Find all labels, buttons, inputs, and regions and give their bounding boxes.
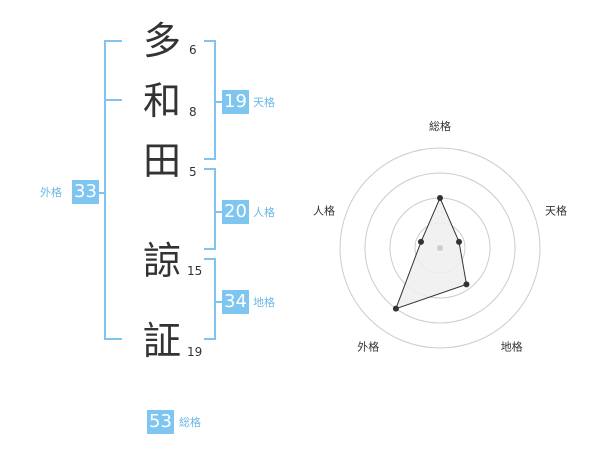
radar-axis-label-3: 地格 — [501, 340, 523, 354]
surname-char-3: 田 — [143, 139, 182, 183]
sou-value-badge: 53 — [147, 410, 174, 434]
jin-label: 人格 — [253, 206, 275, 219]
gai-bracket-vertical — [104, 40, 106, 340]
radar-point-3 — [463, 281, 470, 288]
surname-strokes-1: 6 — [189, 43, 197, 57]
radar-point-2 — [456, 238, 463, 245]
jin-bracket-vertical — [214, 168, 216, 250]
gai-label: 外格 — [40, 186, 62, 199]
sou-label: 総格 — [179, 416, 201, 429]
ten-bracket-connector — [216, 101, 222, 103]
ten-value-badge: 19 — [222, 90, 249, 114]
chi-bracket-bottom — [204, 338, 216, 340]
radar-polygon — [395, 196, 468, 310]
ten-bracket-top — [204, 40, 216, 42]
ten-bracket-vertical — [214, 40, 216, 160]
radar-center-dot — [437, 245, 443, 251]
given-char-1: 諒 — [143, 239, 182, 283]
ten-bracket-bottom — [204, 158, 216, 160]
surname-char-1: 多 — [143, 19, 182, 63]
chi-value-badge: 34 — [222, 290, 249, 314]
chi-bracket-top — [204, 258, 216, 260]
ten-label: 天格 — [253, 96, 275, 109]
radar-axis-label-2: 天格 — [545, 203, 567, 217]
radar-axis-label-4: 外格 — [357, 340, 379, 354]
jin-bracket-connector — [216, 211, 222, 213]
radar-point-4 — [392, 305, 399, 312]
gai-bracket-top — [104, 40, 122, 42]
radar-point-5 — [417, 238, 424, 245]
radar-point-1 — [437, 195, 443, 201]
radar-axis-label-1: 総格 — [429, 119, 451, 133]
gai-bracket-bottom — [104, 338, 122, 340]
gai-bracket-connector — [98, 192, 104, 194]
chi-bracket-vertical — [214, 258, 216, 340]
jin-bracket-top — [204, 168, 216, 170]
given-char-2: 証 — [143, 319, 182, 363]
surname-char-2: 和 — [143, 79, 182, 123]
gai-bracket-mid — [104, 99, 122, 101]
radar-axis-label-5: 人格 — [313, 203, 335, 217]
given-strokes-2: 19 — [187, 345, 203, 359]
chi-label: 地格 — [253, 296, 275, 309]
jin-value-badge: 20 — [222, 200, 249, 224]
radar-ring-3 — [364, 172, 516, 324]
chi-bracket-connector — [216, 301, 222, 303]
surname-strokes-3: 5 — [189, 165, 197, 179]
given-strokes-1: 15 — [187, 264, 203, 278]
surname-strokes-2: 8 — [189, 105, 197, 119]
jin-bracket-bottom — [204, 248, 216, 250]
radar-ring-4 — [339, 147, 541, 349]
gai-value-badge: 33 — [72, 180, 99, 204]
